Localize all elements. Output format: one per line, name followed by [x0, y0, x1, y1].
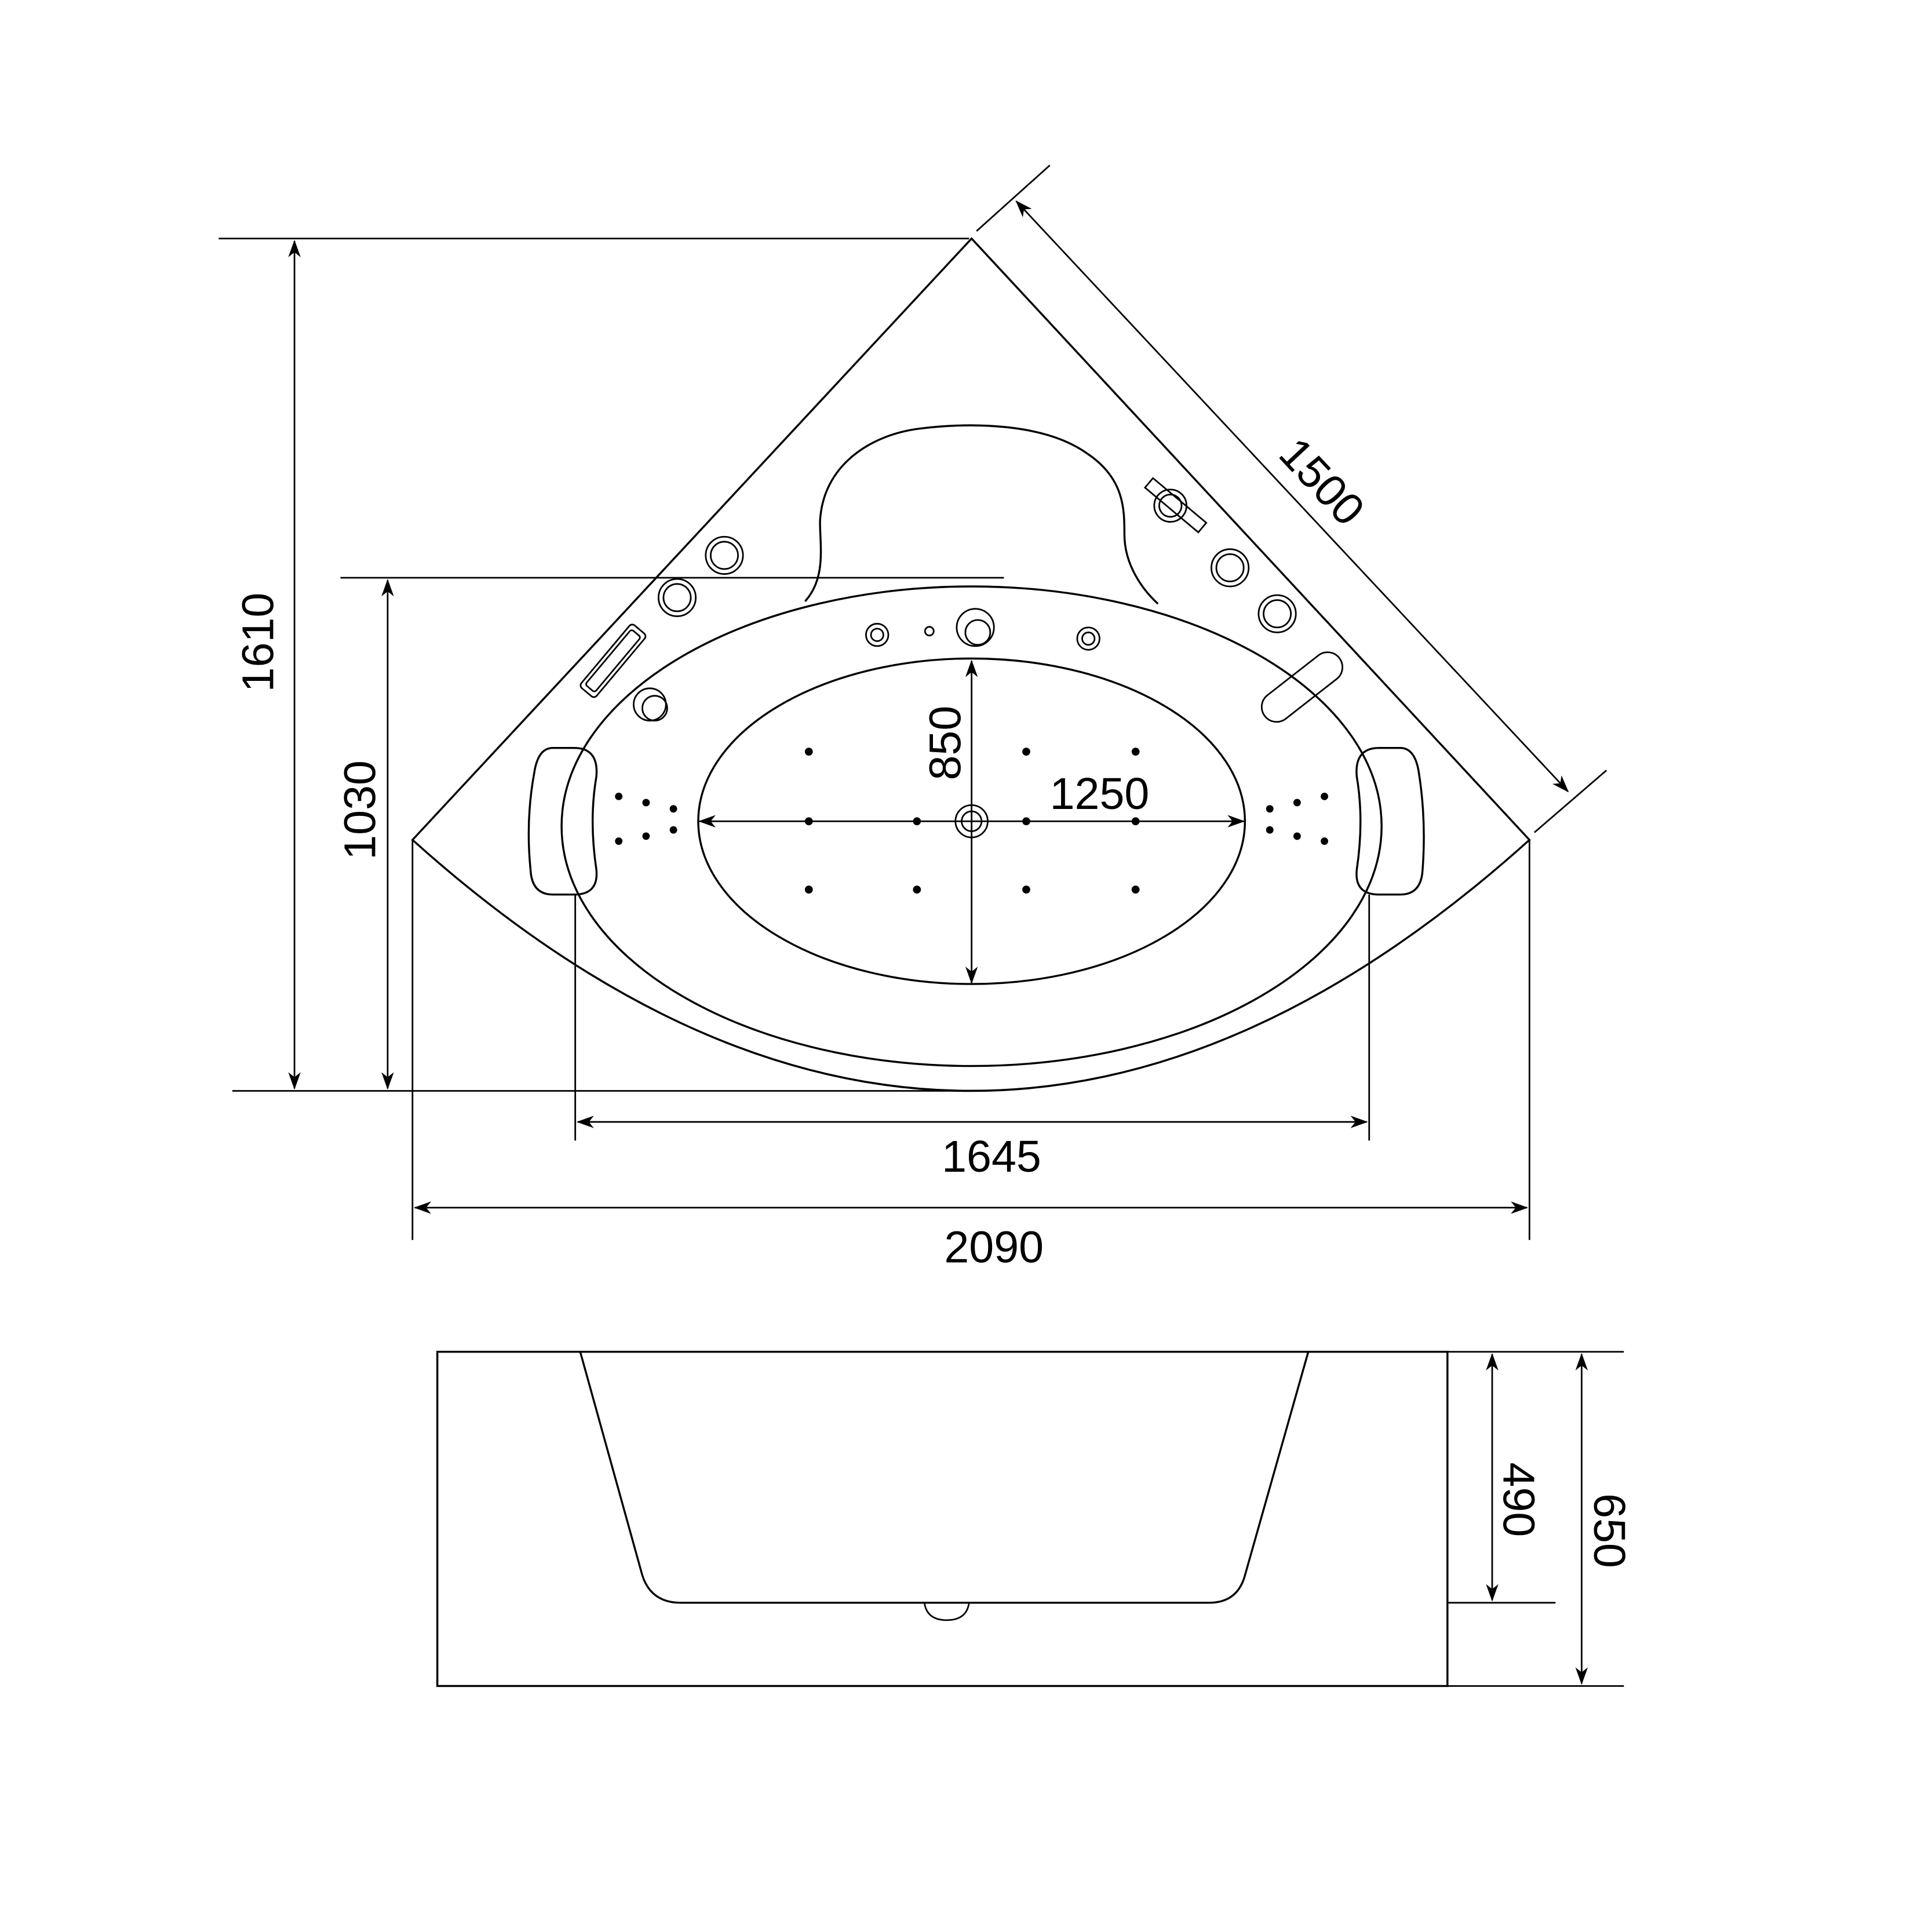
dim-basin-length-label: 1250	[1050, 769, 1150, 819]
rim-knob	[633, 687, 668, 721]
basin-profile	[579, 1351, 1310, 1604]
rim-jet	[657, 578, 697, 617]
drain-outlet	[923, 1602, 970, 1621]
rim-jet	[705, 535, 744, 575]
right-pillow	[1355, 747, 1425, 896]
dim-rim-depth-label: 1030	[336, 760, 385, 860]
top-view: 1610 1030 1500 850 1250 1645 2090	[218, 165, 1607, 1272]
mixer-valve	[1143, 477, 1208, 534]
dim-inner-width-label: 1645	[942, 1132, 1041, 1182]
dim-overall-depth-label: 1610	[234, 593, 283, 692]
rim-jet	[1211, 548, 1250, 588]
tub-outline	[411, 237, 1531, 1092]
dim-overall-height-label: 650	[1584, 1493, 1634, 1568]
tub-side-outline	[436, 1351, 1449, 1687]
dim-overall-width-label: 2090	[944, 1222, 1044, 1272]
overflow-fitting	[956, 608, 995, 647]
dim-side-length	[1015, 200, 1569, 793]
control-panel	[579, 624, 647, 698]
pillow-jet	[1076, 626, 1100, 651]
dim-inner-depth-label: 490	[1493, 1462, 1543, 1537]
rim-jet	[1257, 594, 1297, 633]
dim-basin-depth-label: 850	[920, 706, 970, 781]
dim-side-length-label: 1500	[1270, 428, 1374, 535]
air-button	[924, 626, 935, 637]
rim-ellipse	[560, 585, 1383, 1067]
left-pillow	[527, 747, 598, 896]
pillow-jet	[865, 622, 890, 647]
side-view: 490 650	[436, 1351, 1634, 1687]
